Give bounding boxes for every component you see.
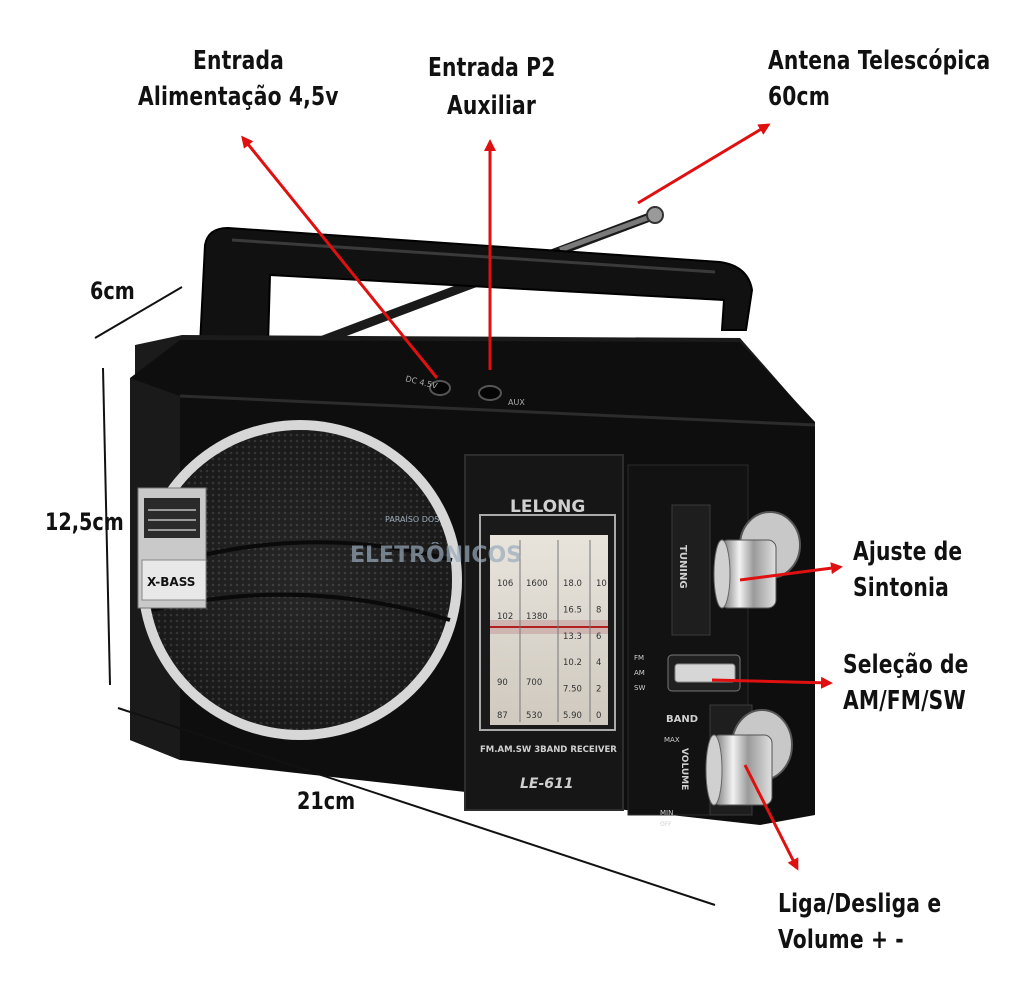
- dial-number: 0: [596, 711, 601, 721]
- dial-scale-numbers: 10610290871600138070053018.016.513.310.2…: [497, 579, 607, 721]
- dimension-height: 12,5cm: [45, 508, 124, 536]
- dial-number: 90: [497, 678, 508, 688]
- arrow-band: [711, 676, 833, 689]
- aux-jack: [478, 385, 502, 401]
- dial-number: 87: [497, 711, 508, 721]
- volume-min-text: MIN: [660, 809, 673, 817]
- dial-number: 530: [526, 711, 542, 721]
- arrow-antenna: [637, 123, 771, 205]
- tuning-text: TUNING: [677, 545, 688, 589]
- width-dimension-line: [117, 707, 716, 906]
- speaker-grille: [138, 420, 462, 740]
- aux-jack-text: AUX: [508, 398, 525, 407]
- watermark-top: PARAÍSO DOS: [385, 513, 439, 524]
- label-antenna-line1: Antena Telescópica: [768, 46, 991, 76]
- label-band-line1: Seleção de: [843, 650, 969, 680]
- label-power-line1: Entrada: [193, 46, 284, 76]
- tuning-dial-window: [479, 514, 616, 731]
- volume-max-text: MAX: [664, 736, 680, 744]
- label-band: Seleção de AM/FM/SW: [843, 647, 969, 719]
- label-antenna-line2: 60cm: [768, 82, 831, 112]
- dial-number: 10: [596, 579, 607, 589]
- dial-number: 10.2: [563, 658, 582, 668]
- label-tuning: Ajuste de Sintonia: [853, 534, 962, 606]
- dial-number: 6: [596, 632, 601, 642]
- dial-number: 106: [497, 579, 513, 589]
- callout-arrows: [241, 123, 843, 871]
- label-aux-input: Entrada P2: [428, 50, 555, 86]
- label-volume-line2: Volume + -: [778, 925, 904, 955]
- volume-text: VOLUME: [679, 748, 689, 790]
- label-power-input-line2: Alimentação 4,5v: [138, 79, 339, 115]
- brand-logo: LELONG: [510, 497, 585, 517]
- band-option-sw: SW: [634, 684, 645, 692]
- dimension-depth: 6cm: [90, 277, 135, 305]
- label-antenna: Antena Telescópica 60cm: [768, 43, 990, 115]
- volume-off-text: OFF: [660, 821, 672, 828]
- dial-number: 102: [497, 612, 513, 622]
- band-selector-switch[interactable]: [667, 654, 741, 692]
- band-text: BAND: [666, 714, 698, 725]
- label-band-line2: AM/FM/SW: [843, 686, 966, 716]
- dial-number: 2: [596, 685, 601, 695]
- label-power-line2: Alimentação 4,5v: [138, 82, 339, 112]
- carry-handle: [198, 226, 754, 346]
- arrow-power: [241, 135, 439, 379]
- receiver-text: FM.AM.SW 3BAND RECEIVER: [480, 745, 617, 755]
- xbass-label: X-BASS: [147, 575, 195, 589]
- arrow-tuning: [739, 562, 843, 582]
- dial-number: 7.50: [563, 685, 582, 695]
- dial-number: 700: [526, 678, 542, 688]
- label-aux-line2: Auxiliar: [447, 91, 537, 121]
- arrow-volume: [743, 764, 799, 871]
- dimension-width: 21cm: [297, 787, 356, 815]
- label-tuning-line2: Sintonia: [853, 573, 949, 603]
- label-aux-input-line2: Auxiliar: [447, 88, 536, 124]
- height-dimension-line: [102, 367, 111, 686]
- label-volume-line1: Liga/Desliga e: [778, 889, 942, 919]
- tuning-knob[interactable]: [713, 511, 801, 609]
- label-power-input: Entrada: [193, 43, 284, 79]
- model-text: LE-611: [520, 776, 574, 792]
- xbass-switch: [137, 487, 207, 609]
- dial-number: 18.0: [563, 579, 582, 589]
- dial-number: 1380: [526, 612, 548, 622]
- band-option-am: AM: [634, 669, 645, 677]
- dial-number: 16.5: [563, 605, 582, 615]
- label-tuning-line1: Ajuste de: [853, 537, 963, 567]
- dial-number: 8: [596, 605, 601, 615]
- dial-number: 13.3: [563, 632, 582, 642]
- dial-number: 5.90: [563, 711, 582, 721]
- dc-power-jack: [429, 380, 451, 396]
- label-aux-line1: Entrada P2: [428, 53, 556, 83]
- dial-number: 1600: [526, 579, 548, 589]
- watermark-main: ELETRÔNICOS: [350, 542, 522, 568]
- band-option-fm: FM: [634, 654, 644, 662]
- dial-number: 4: [596, 658, 601, 668]
- label-volume: Liga/Desliga e Volume + -: [778, 886, 941, 958]
- depth-dimension-line: [94, 286, 183, 339]
